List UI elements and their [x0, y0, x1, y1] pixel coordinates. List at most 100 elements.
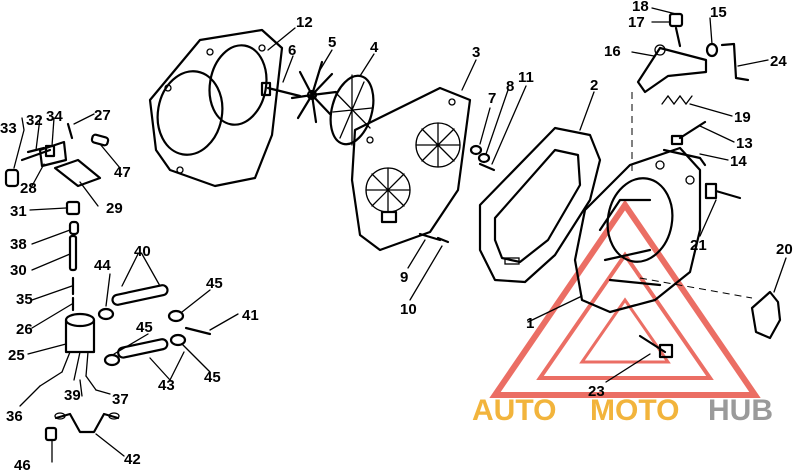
- callout-40: 40: [134, 243, 151, 260]
- bracket-14: [662, 148, 707, 167]
- callout-19: 19: [734, 109, 751, 126]
- rod-24: [720, 42, 750, 82]
- callout-8: 8: [506, 78, 514, 95]
- callout-31: 31: [10, 203, 27, 220]
- leader-lines: [13, 7, 787, 463]
- callout-26: 26: [16, 321, 33, 338]
- callout-38: 38: [10, 236, 27, 253]
- callout-11: 11: [518, 69, 534, 86]
- callout-30: 30: [10, 262, 27, 279]
- carburetor-body-1: [573, 146, 702, 314]
- callout-45a: 45: [206, 275, 223, 292]
- plate-29: [53, 158, 102, 188]
- callout-41: 41: [242, 307, 259, 324]
- callout-32: 32: [26, 112, 43, 129]
- callout-18: 18: [632, 0, 649, 15]
- clamp-44: [97, 307, 115, 321]
- watermark-text: AUTO MOTO HUB: [472, 394, 773, 427]
- callout-13: 13: [736, 135, 753, 152]
- clamp-45a: [167, 309, 185, 323]
- elbow-20: [750, 290, 782, 340]
- callout-23: 23: [588, 383, 605, 400]
- callout-42: 42: [124, 451, 141, 468]
- bolt-6: [260, 81, 302, 98]
- callout-15: 15: [710, 4, 727, 21]
- callout-7: 7: [488, 90, 496, 107]
- watermark-auto: AUTO: [472, 394, 556, 427]
- clamp-45c: [169, 333, 187, 347]
- bolt-23: [638, 334, 674, 359]
- callout-44: 44: [94, 257, 111, 274]
- fitting-9: [418, 232, 442, 242]
- callout-47: 47: [114, 164, 131, 181]
- callout-5: 5: [328, 34, 336, 51]
- callout-39: 39: [64, 387, 81, 404]
- callout-1: 1: [526, 315, 534, 332]
- callout-16: 16: [604, 43, 621, 60]
- wire-37: [85, 375, 97, 391]
- clip-34: [44, 144, 56, 158]
- watermark-hub: HUB: [708, 394, 773, 427]
- callout-20: 20: [776, 241, 793, 258]
- callout-35: 35: [16, 291, 33, 308]
- throttle-lever-16: [636, 44, 708, 94]
- washer-15: [705, 42, 719, 58]
- clamp-45b: [103, 353, 121, 367]
- rod-30: [68, 234, 78, 272]
- reed-valve-5: [290, 60, 338, 124]
- reed-disc-4: [329, 74, 375, 146]
- callout-46: 46: [14, 457, 31, 472]
- reed-plate-3: [350, 86, 472, 252]
- gasket-12: [148, 28, 284, 188]
- callout-33: 33: [0, 120, 17, 137]
- callout-29: 29: [106, 200, 123, 217]
- fitting-41: [184, 326, 212, 336]
- hose-43: [117, 338, 169, 359]
- pin-47: [90, 133, 110, 147]
- callout-10: 10: [400, 301, 417, 318]
- callout-45c: 45: [204, 369, 221, 386]
- screw-13: [670, 120, 707, 146]
- body-28: [38, 140, 68, 168]
- spring-38: [68, 220, 80, 236]
- hose-40: [111, 284, 169, 306]
- callout-43: 43: [158, 377, 175, 394]
- callout-17: 17: [628, 14, 645, 31]
- nut-10: [436, 236, 450, 244]
- screw-11: [478, 162, 496, 172]
- callout-25: 25: [8, 347, 25, 364]
- cap-33: [4, 168, 20, 188]
- callout-3: 3: [472, 44, 480, 61]
- callout-4: 4: [370, 39, 379, 56]
- screw-46: [44, 426, 58, 442]
- spring-19: [661, 94, 693, 106]
- solenoid-25: [61, 312, 96, 381]
- watermark-moto: MOTO: [590, 394, 679, 427]
- callout-2: 2: [590, 77, 598, 94]
- callout-24: 24: [770, 53, 787, 70]
- screw-17: [674, 26, 682, 48]
- callout-36: 36: [6, 408, 23, 425]
- callout-9: 9: [400, 269, 408, 286]
- callout-6: 6: [288, 42, 296, 59]
- bracket-42: [54, 412, 120, 434]
- callout-34: 34: [46, 108, 63, 125]
- callout-37: 37: [112, 391, 129, 408]
- screw-31: [65, 200, 81, 216]
- callout-27: 27: [94, 107, 111, 124]
- callout-21: 21: [690, 237, 707, 254]
- callout-28: 28: [20, 180, 37, 197]
- gasket-2: [478, 126, 602, 284]
- cap-18: [668, 12, 684, 28]
- wire-36: [39, 371, 63, 387]
- screw-27: [66, 122, 74, 140]
- washer-7: [469, 144, 483, 156]
- screw-21: [704, 182, 742, 200]
- watermark-triangle: [489, 199, 761, 398]
- callout-45b: 45: [136, 319, 153, 336]
- callout-14: 14: [730, 153, 747, 170]
- callout-12: 12: [296, 14, 313, 31]
- washer-8: [477, 152, 491, 164]
